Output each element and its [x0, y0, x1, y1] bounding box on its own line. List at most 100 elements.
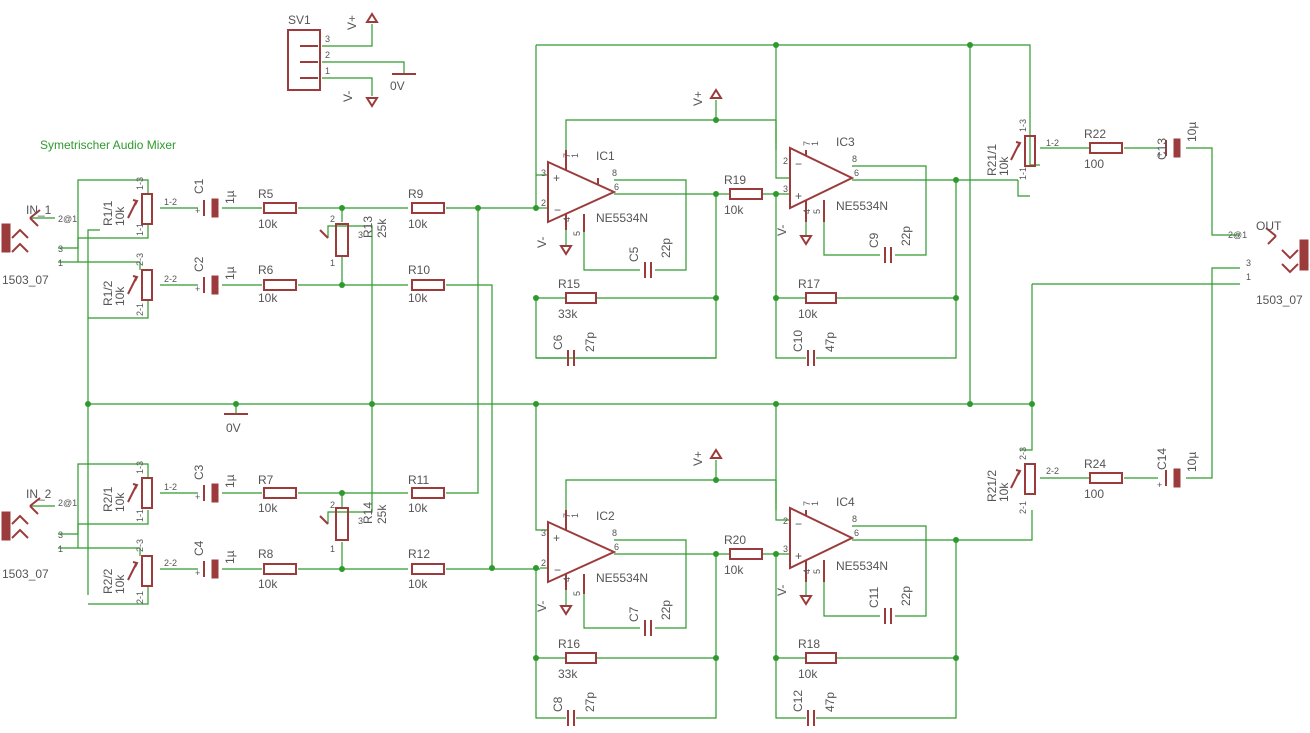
junction-dot	[713, 117, 719, 123]
pot-pin: 2-3	[135, 539, 145, 552]
schematic-shape	[805, 292, 837, 304]
schematic-label: −	[554, 203, 561, 217]
schematic-shape	[319, 229, 329, 239]
schematic-shape	[823, 222, 880, 256]
schematic-shape	[852, 510, 1033, 541]
schematic-label: R15	[558, 277, 580, 291]
schematic-shape	[446, 208, 479, 494]
schematic-label: R11	[408, 473, 429, 487]
cap-c6: C6 27p	[551, 332, 597, 366]
schematic-shape	[565, 150, 599, 232]
trimmer-pin: 1	[330, 258, 335, 268]
capacitors: C5 22p C6 27p C7 22p C8 27p C9 22p C10 4…	[551, 226, 913, 726]
schematic-label: 22p	[899, 226, 913, 246]
schematic-shape	[644, 620, 652, 636]
schematic-label: 1µ	[223, 474, 237, 488]
schematic-label: 10µ	[1185, 452, 1199, 472]
junction-dot	[339, 490, 345, 496]
schematic-shape	[1173, 468, 1181, 488]
junction-dot	[533, 205, 539, 211]
junction-dot	[967, 42, 973, 48]
schematic-label: R9	[408, 187, 424, 201]
schematic-label: V-	[775, 585, 789, 596]
schematic-shape	[729, 188, 763, 200]
cap-c10: C10 47p	[791, 330, 837, 366]
schematic-label: 1	[810, 501, 820, 506]
schematic-shape	[884, 247, 892, 263]
schematic-shape	[211, 275, 219, 295]
junction-dot	[773, 401, 779, 407]
junction-dot	[967, 401, 973, 407]
pot-pin: 1-2	[164, 197, 177, 207]
cap-c2: + C2 1µ	[192, 256, 237, 295]
schematic-shape	[335, 223, 349, 257]
schematic-label: +	[195, 284, 200, 294]
schematic-shape	[1281, 249, 1299, 274]
schematic-label: 10k	[408, 501, 428, 515]
output-jack: OUT 2@1 3 1 1503_07	[1228, 219, 1309, 307]
junction-dot	[773, 295, 779, 301]
connector-pin-3: 3	[325, 34, 330, 44]
trimmer-value: 25k	[375, 504, 389, 524]
schematic-shape	[1, 511, 11, 541]
schematic-shape	[1017, 180, 1030, 197]
connector-pin-2: 2	[325, 50, 330, 60]
schematic-label: +	[795, 189, 802, 203]
input-2-pin2: 2@1	[58, 498, 77, 508]
schematic-label: 6	[854, 528, 859, 538]
schematic-label: 10k	[408, 291, 428, 305]
schematic-label: R10	[408, 263, 430, 277]
connector-sv1: SV1 3 2 1 V+ 0V V-	[287, 12, 416, 108]
input-1-pin2: 2@1	[58, 214, 77, 224]
vplus-upper: V+	[691, 88, 723, 106]
schematic-label: 2	[541, 198, 546, 208]
schematic-shape	[567, 350, 575, 366]
trimmer-pin: 3	[358, 516, 363, 526]
pot-pin: 2-1	[135, 591, 145, 604]
schematic-shape	[823, 582, 880, 617]
schematic-shape	[816, 540, 957, 719]
pot-value: 10k	[997, 156, 1011, 176]
schematic-label: R16	[558, 637, 580, 651]
schematic-shape	[559, 245, 573, 256]
schematic-shape	[576, 554, 717, 719]
schematic-label: +	[1157, 480, 1162, 490]
schematic-label: 7	[562, 153, 572, 158]
schematic-label: 27p	[583, 692, 597, 712]
junction-dot	[713, 655, 719, 661]
schematic-label: C3	[192, 464, 206, 480]
pot-r21-1: R21/1 10k 1-3 1-2 1-1	[985, 119, 1059, 180]
input-2-label: IN_2	[26, 487, 52, 501]
schematic-shape	[127, 483, 139, 503]
schematic-label: R7	[258, 473, 274, 487]
cap-c11: C11 22p	[867, 586, 913, 624]
schematic-label: IC1	[596, 149, 615, 163]
schematic-label: 8	[612, 168, 617, 178]
schematic-shape	[100, 299, 149, 319]
schematic-label: R17	[798, 277, 820, 291]
schematic-shape	[77, 224, 149, 262]
schematic-shape	[852, 525, 927, 617]
schematic-shape	[1265, 227, 1277, 245]
schematic-shape	[211, 483, 219, 503]
pot-name: R21/2	[985, 470, 999, 502]
schematic-label: 47p	[823, 332, 837, 352]
schematic-shape	[127, 199, 139, 219]
schematic-label: R22	[1084, 127, 1106, 141]
schematic-label: 5	[812, 569, 822, 574]
schematic-label: 6	[854, 168, 859, 178]
schematic-shape	[327, 225, 373, 404]
pot-pin: 1-1	[1018, 167, 1028, 180]
output-pin3: 3	[1246, 258, 1251, 268]
schematic-shape	[141, 269, 153, 301]
junction-dot	[953, 295, 959, 301]
schematic-shape	[535, 404, 548, 531]
schematic-label: 47p	[823, 692, 837, 712]
input-1-part: 1503_07	[2, 273, 49, 287]
